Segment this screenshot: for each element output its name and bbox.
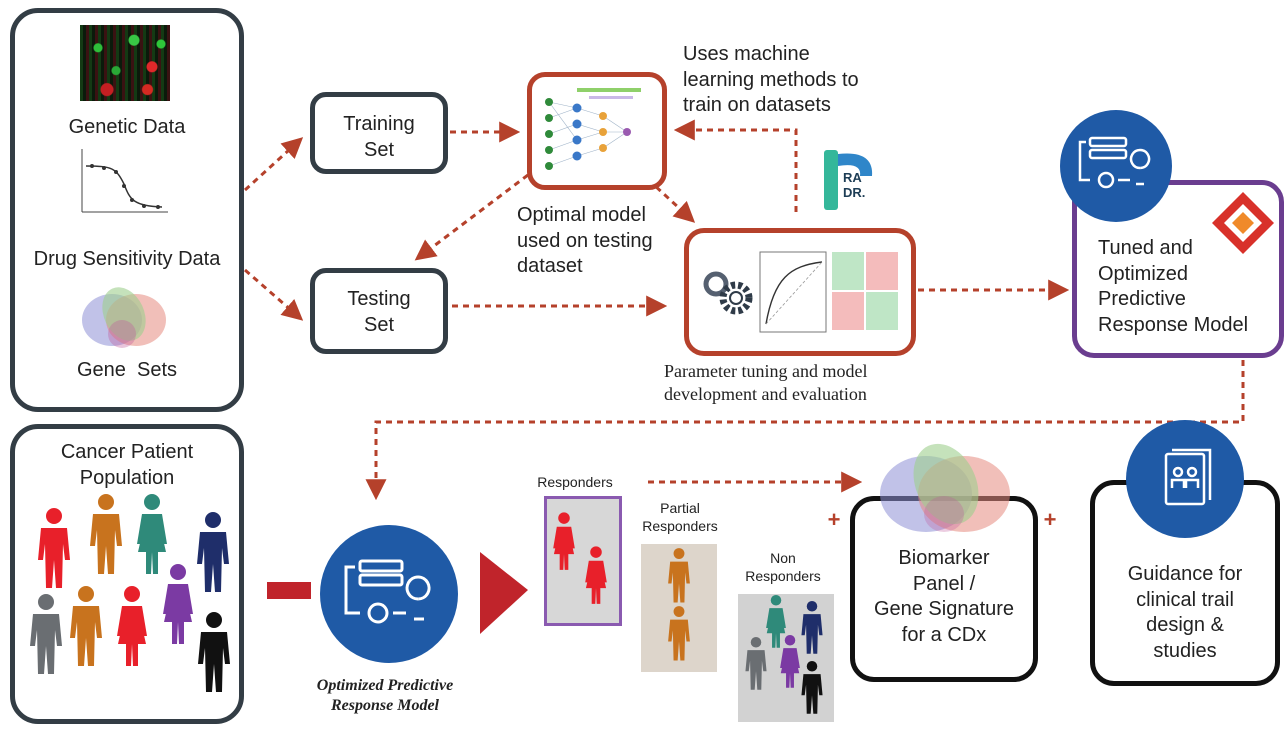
patient-figure	[585, 546, 607, 604]
patient-figure	[668, 548, 690, 603]
gear-icon	[703, 271, 729, 297]
arrow-tuning-to-ml	[673, 119, 798, 212]
patient-figure	[163, 564, 193, 644]
partial-responder-figures	[668, 548, 690, 661]
responders-label: Responders	[537, 474, 613, 490]
drug-sensitivity-label: Drug Sensitivity Data	[33, 248, 221, 270]
arrow-model-to-testing	[414, 173, 529, 261]
biomarker-venn	[880, 443, 1010, 532]
optimized-pipeline-icon	[344, 559, 431, 624]
arrow-inputs-to-training	[243, 137, 304, 192]
training-set-box	[310, 92, 448, 174]
dose-response-curve	[81, 149, 168, 213]
patient-figure	[766, 594, 786, 648]
big-arrow	[480, 552, 528, 634]
plus-right: +	[1043, 507, 1057, 532]
dash-connector	[267, 582, 311, 599]
tuning-graphics	[703, 251, 898, 333]
responders-group	[544, 496, 622, 626]
patient-figure	[553, 512, 575, 570]
patient-figure	[38, 508, 70, 588]
diamond-logo	[1212, 192, 1274, 254]
input-data-panel	[10, 8, 244, 412]
radr-logo	[824, 150, 873, 210]
patient-figure	[801, 600, 823, 654]
testing-set-box	[310, 268, 448, 354]
patient-figures	[30, 494, 230, 692]
patient-figure	[137, 494, 167, 574]
patient-figure	[70, 586, 102, 666]
patient-figure	[780, 634, 800, 688]
arrow-tuned-to-optimized	[365, 360, 1245, 501]
population-box	[10, 424, 244, 724]
model-pipeline-icon	[1078, 136, 1151, 189]
neural-network-diagram	[545, 88, 641, 170]
patient-figure	[198, 612, 230, 692]
patient-figure	[30, 594, 62, 674]
gene-sets-venn	[82, 287, 166, 348]
document-people-icon	[1164, 448, 1212, 506]
patient-figure	[801, 660, 823, 714]
non-responder-figures	[745, 594, 823, 714]
arrow-inputs-to-testing	[244, 268, 304, 321]
plus-left: +	[827, 507, 841, 532]
optimized-model-icon-circle	[320, 525, 458, 663]
responder-figures	[553, 512, 607, 604]
patient-figure	[197, 512, 229, 592]
genetic-data-label: Genetic Data	[68, 116, 186, 138]
patient-figure	[117, 586, 147, 666]
patient-figure	[668, 606, 690, 661]
patient-figure	[90, 494, 122, 574]
patient-figure	[745, 636, 767, 690]
heatmap-image	[80, 25, 170, 101]
gene-sets-label: Gene Sets	[76, 359, 178, 381]
tuned-model-icon-circle	[1060, 110, 1172, 222]
